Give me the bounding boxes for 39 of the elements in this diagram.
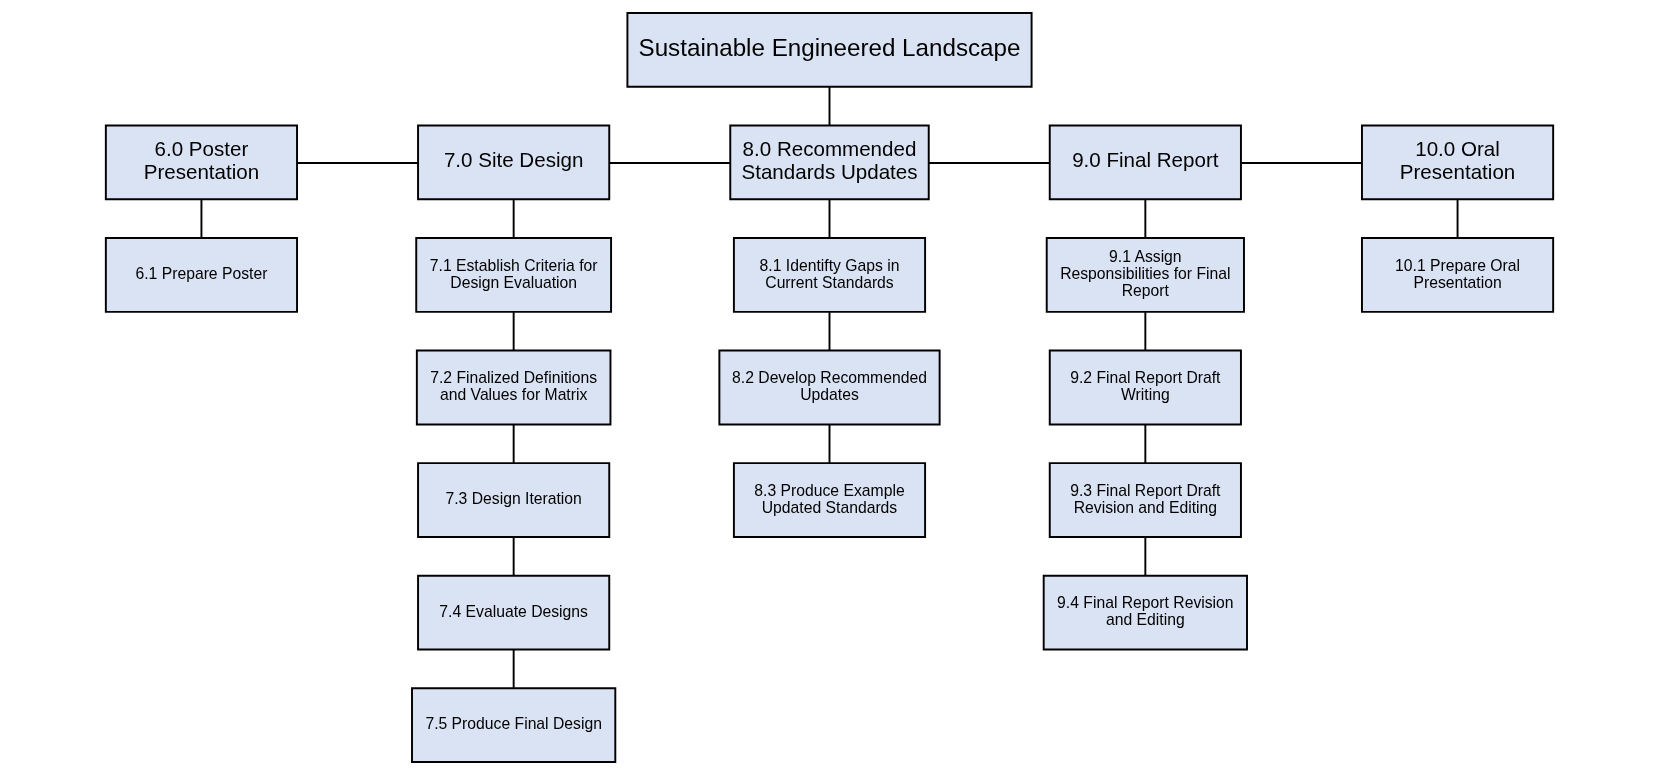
connector xyxy=(512,536,515,577)
connector xyxy=(1144,423,1147,464)
node-box: 7.4 Evaluate Designs xyxy=(417,574,611,651)
node-box: 7.0 Site Design xyxy=(417,124,611,201)
connector xyxy=(828,86,831,127)
connector xyxy=(1240,162,1363,164)
connector xyxy=(828,423,831,464)
connector xyxy=(1456,198,1459,239)
connector xyxy=(928,162,1051,164)
connector xyxy=(608,162,731,164)
node-box: 8.1 Identifty Gaps in Current Standards xyxy=(732,237,927,313)
connector xyxy=(512,311,515,352)
node-box: 6.1 Prepare Poster xyxy=(104,237,298,313)
connector xyxy=(828,198,831,239)
node-box: 9.3 Final Report Draft Revision and Editing xyxy=(1048,462,1242,538)
node-box: 6.0 Poster Presentation xyxy=(104,124,298,201)
node-box: 9.1 Assign Responsibilities for Final Report xyxy=(1045,237,1245,313)
node-box: 9.0 Final Report xyxy=(1048,124,1242,201)
node-box: 9.4 Final Report Revision and Editing xyxy=(1042,574,1248,651)
node-box: 8.2 Develop Recommended Updates xyxy=(718,349,941,426)
node-box: Sustainable Engineered Landscape xyxy=(626,12,1033,88)
node-box: 10.0 Oral Presentation xyxy=(1361,124,1555,201)
node-box: 7.1 Establish Criteria for Design Evaluation xyxy=(415,237,613,313)
node-box: 8.3 Produce Example Updated Standards xyxy=(732,462,927,538)
node-box: 9.2 Final Report Draft Writing xyxy=(1048,349,1242,426)
connector xyxy=(828,311,831,352)
connector xyxy=(1144,536,1147,577)
node-box: 7.5 Produce Final Design xyxy=(411,687,617,763)
connector xyxy=(512,198,515,239)
connector xyxy=(1144,198,1147,239)
connector xyxy=(512,648,515,689)
node-box: 7.3 Design Iteration xyxy=(417,462,611,538)
node-box: 10.1 Prepare Oral Presentation xyxy=(1361,237,1555,313)
connector xyxy=(200,198,203,239)
node-box: 8.0 Recommended Standards Updates xyxy=(729,124,930,201)
connector xyxy=(296,162,419,164)
node-box: 7.2 Finalized Definitions and Values for Matrix xyxy=(415,349,612,426)
connector xyxy=(1144,311,1147,352)
connector xyxy=(512,423,515,464)
